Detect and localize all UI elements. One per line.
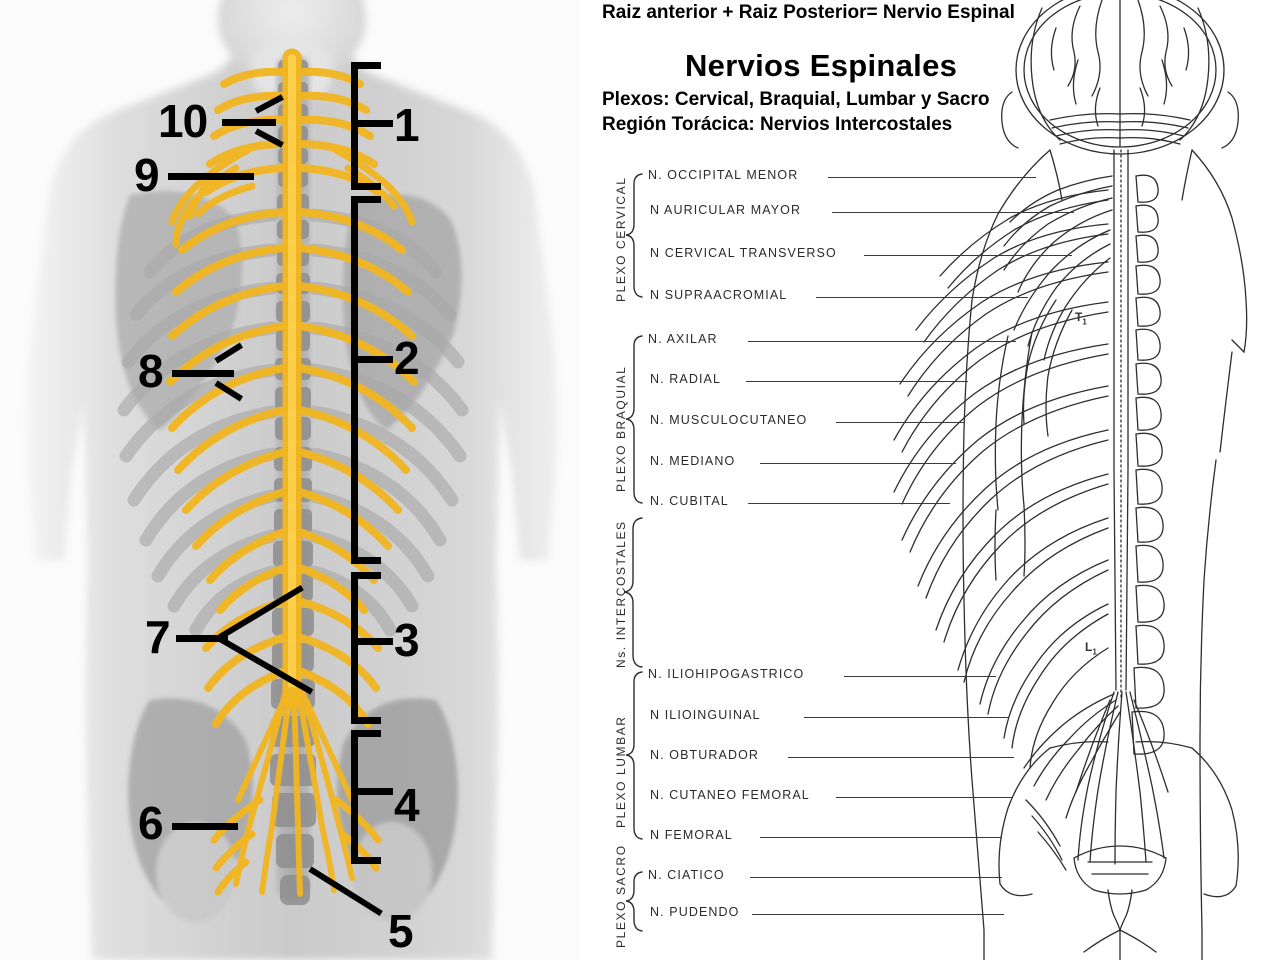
callout-2-label: 2: [394, 332, 420, 384]
callout-10-label: 10: [158, 95, 208, 147]
plexus-braces: [623, 173, 643, 932]
nerve-leader-line: [748, 341, 1016, 342]
page-title: Nervios Espinales: [685, 48, 958, 83]
callout-1-label: 1: [394, 99, 420, 151]
nerve-leader-line: [750, 877, 1002, 878]
group-label-plexo-cervical: PLEXO CERVICAL: [614, 176, 628, 302]
nerve-label: N. MEDIANO: [650, 453, 736, 469]
subtitle-roots: Raiz anterior + Raiz Posterior= Nervio E…: [602, 2, 1015, 23]
nerve-leader-line: [788, 757, 1014, 758]
left-panel-spinal-photo: 10 9 8 7 6 5 1: [0, 0, 580, 960]
nerve-leader-line: [760, 463, 956, 464]
nerve-leader-line: [836, 797, 1012, 798]
group-label-plexo-sacro: PLEXO SACRO: [614, 844, 628, 948]
callout-9-label: 9: [134, 149, 160, 201]
nerve-label: N. MUSCULOCUTANEO: [650, 412, 808, 428]
group-label-plexo-braquial: PLEXO BRAQUIAL: [614, 365, 628, 492]
nerve-label: N. AXILAR: [648, 331, 718, 347]
nerve-leader-line: [748, 503, 950, 504]
right-panel-nerve-diagram: Raiz anterior + Raiz Posterior= Nervio E…: [580, 0, 1280, 960]
callout-7-leader: [176, 635, 228, 642]
nerve-leader-line: [844, 676, 996, 677]
nervous-system-line-drawing: [893, 0, 1248, 960]
nerve-leader-line: [816, 297, 1028, 298]
nerve-leader-line: [760, 837, 1002, 838]
nerve-label: N. CUBITAL: [650, 493, 729, 509]
nerve-label: N FEMORAL: [650, 827, 733, 843]
callout-6-label: 6: [138, 797, 164, 849]
nerve-label: N. PUDENDO: [650, 904, 740, 920]
group-label-plexo-lumbar: PLEXO LUMBAR: [614, 715, 628, 828]
nerve-label: N. OCCIPITAL MENOR: [648, 167, 799, 183]
nerve-leader-line: [836, 422, 964, 423]
nerve-leader-line: [752, 914, 1004, 915]
nerve-label: N. OBTURADOR: [650, 747, 760, 763]
callout-9-leader: [168, 173, 254, 180]
callout-6-leader: [172, 823, 238, 830]
nerve-leader-line: [746, 381, 968, 382]
vertebral-level-L1: L1: [1085, 640, 1097, 657]
torso-anatomy-image: [0, 0, 580, 960]
nerve-label: N. CIATICO: [648, 867, 725, 883]
nerve-label: N AURICULAR MAYOR: [650, 202, 802, 218]
callout-3-label: 3: [394, 614, 420, 666]
nerve-leader-line: [864, 255, 1072, 256]
nerve-label: N CERVICAL TRANSVERSO: [650, 245, 837, 261]
nerve-leader-line: [828, 177, 1036, 178]
nerve-leader-line: [832, 212, 1074, 213]
nerve-label: N SUPRAACROMIAL: [650, 287, 788, 303]
callout-8-leader: [172, 370, 234, 377]
vertebral-level-T1: T1: [1075, 310, 1087, 327]
nerve-label: N ILIOINGUINAL: [650, 707, 761, 723]
nerve-label: N. RADIAL: [650, 371, 722, 387]
callout-10-leader: [222, 119, 276, 126]
subtitle-plexos: Plexos: Cervical, Braquial, Lumbar y Sac…: [602, 89, 990, 110]
callout-8-label: 8: [138, 345, 164, 397]
nerve-label: N. CUTANEO FEMORAL: [650, 787, 810, 803]
callout-4-label: 4: [394, 779, 420, 831]
group-label-ns-intercostales: Ns. INTERCOSTALES: [614, 520, 628, 668]
nerve-label: N. ILIOHIPOGASTRICO: [648, 666, 805, 682]
nerve-leader-line: [804, 717, 1008, 718]
callout-5-label: 5: [388, 905, 414, 957]
callout-7-label: 7: [145, 611, 171, 663]
subtitle-toracica: Región Torácica: Nervios Intercostales: [602, 114, 953, 135]
